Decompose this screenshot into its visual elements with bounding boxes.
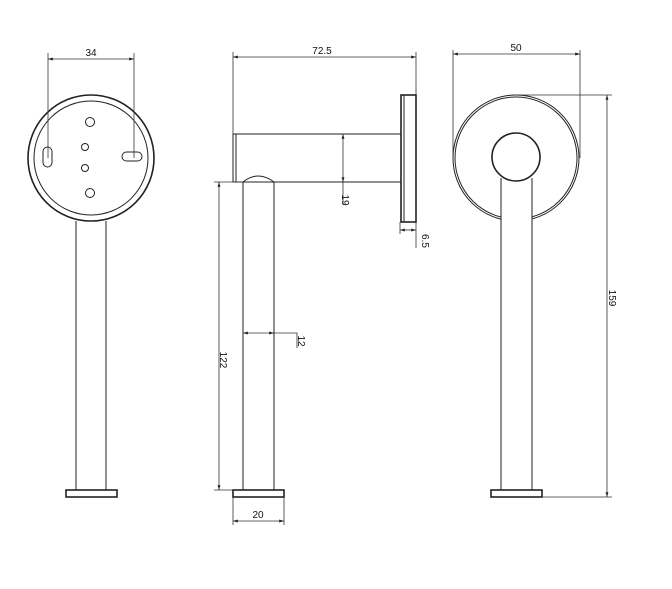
slot-left [42,146,53,168]
screw-hole [85,117,95,127]
dimension-label: 34 [85,48,97,59]
base-plate [65,489,118,498]
dimension-label: 20 [252,510,264,521]
dimension-label: 6.5 [419,234,430,248]
stem [242,175,275,490]
back-view: 50 159 [452,43,617,498]
slot-right [121,151,143,162]
arm [232,133,402,183]
dimension-label: 72.5 [312,46,332,57]
side-view: 72.5 19 6.5 122 12 20 [214,46,430,525]
mount-plate-inner [33,100,149,216]
dimension-label: 12 [295,335,306,347]
dimension-label: 159 [606,290,617,307]
base-plate [232,489,285,498]
dimension-label: 50 [510,43,522,54]
screw-hole [85,188,95,198]
screw-hole [81,143,89,151]
stem-mask [501,181,532,490]
screw-hole [81,164,89,172]
front-view: 34 [27,48,155,498]
leader-line [274,332,298,348]
dimension-label: 122 [217,352,228,369]
dimension-label: 19 [339,194,350,206]
mount-plate-outer [27,94,155,222]
arm-section [491,132,541,182]
base-plate [490,489,543,498]
mount-plate [400,94,417,223]
